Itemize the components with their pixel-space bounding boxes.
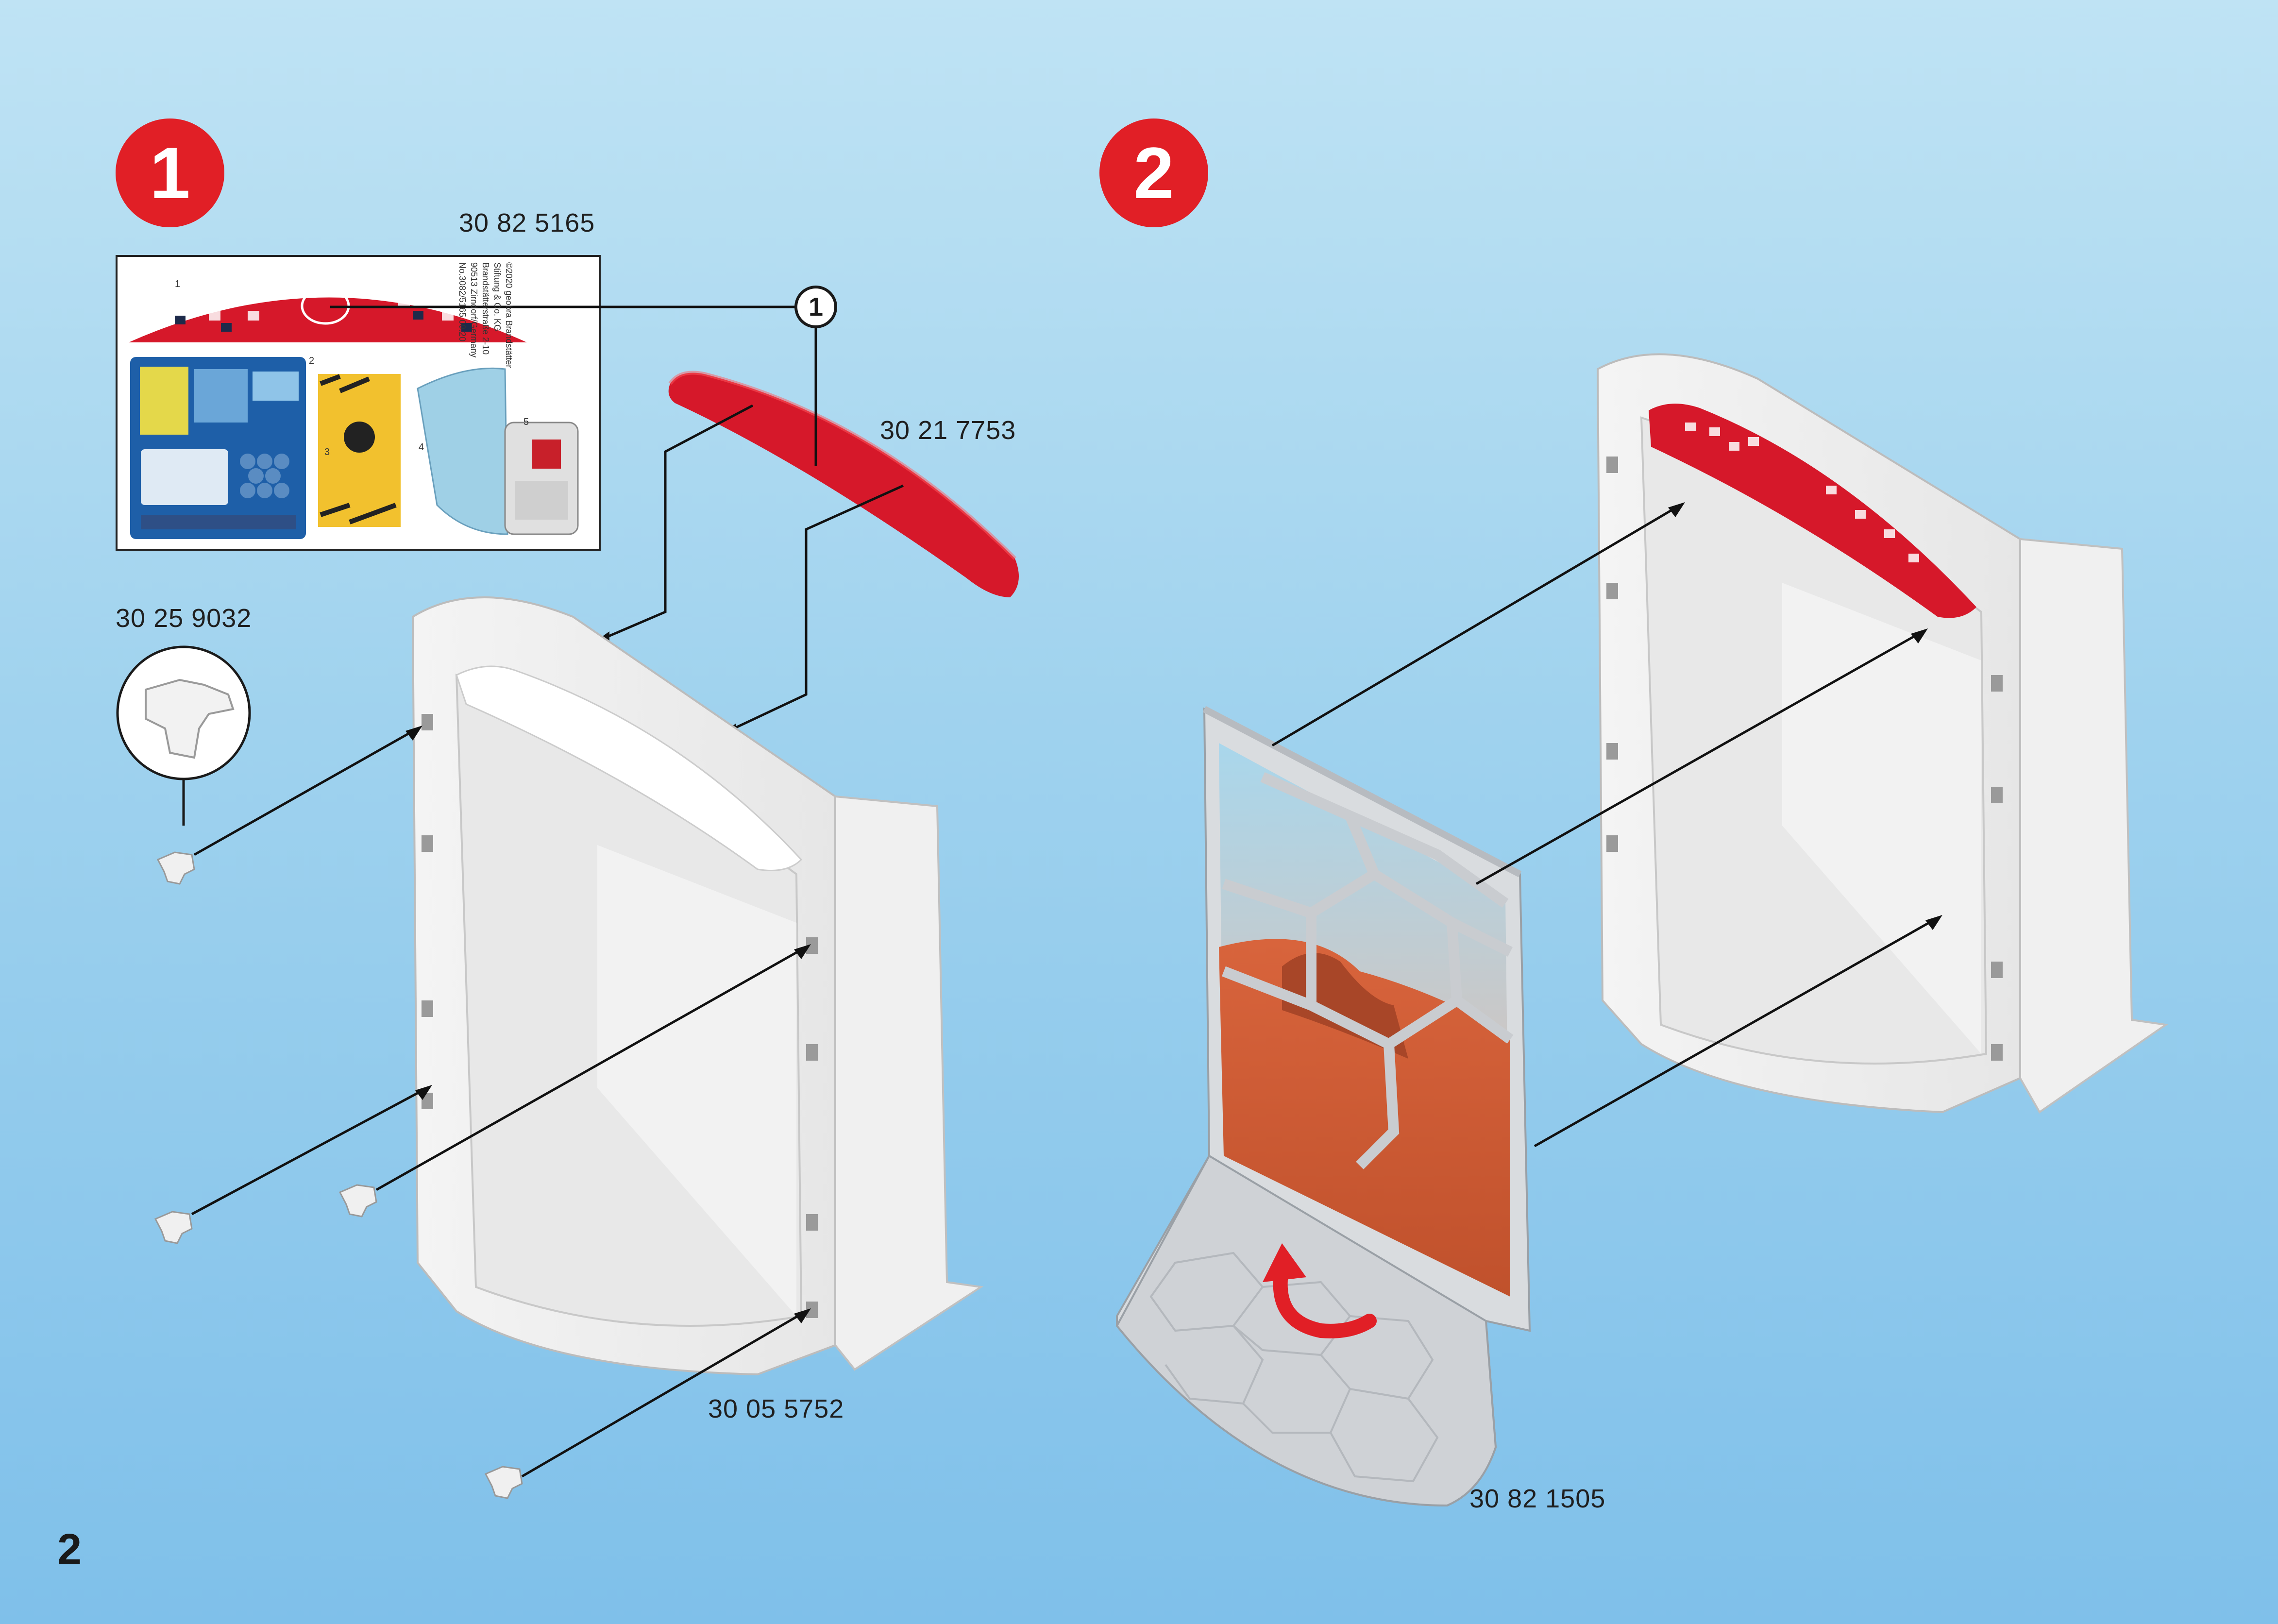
page-number: 2 xyxy=(57,1525,82,1575)
copyright-notice: ©2020 geobra Brandstätter Stiftung & Co.… xyxy=(374,262,515,408)
step-badge-1: 1 xyxy=(116,118,224,227)
clip-detail xyxy=(118,647,250,826)
part-number-clips: 30 05 5752 xyxy=(708,1394,844,1424)
copyright-line: 90513 Zirndorf/Germany xyxy=(468,262,480,408)
red-top-panel xyxy=(669,373,1019,598)
step-badge-2: 2 xyxy=(1099,118,1208,227)
callout-marker: 1 xyxy=(794,286,837,328)
sticker-sheet xyxy=(117,256,600,550)
leader-line xyxy=(724,486,903,733)
sticker-number-3: 3 xyxy=(324,447,330,458)
copyright-line: No.3082/5165 09.20 xyxy=(456,262,468,408)
sticker-number-1: 1 xyxy=(175,279,180,290)
part-number-clip-detail: 30 25 9032 xyxy=(116,603,252,633)
copyright-line: ©2020 geobra Brandstätter xyxy=(503,262,515,408)
sticker-number-2: 2 xyxy=(309,355,314,367)
part-number-red-panel: 30 21 7753 xyxy=(880,415,1016,445)
sticker-number-4: 4 xyxy=(419,442,424,453)
part-number-window-panel: 30 82 1505 xyxy=(1469,1484,1605,1514)
wall-section-step1 xyxy=(413,597,981,1374)
copyright-line: Stiftung & Co. KG xyxy=(491,262,503,408)
part-number-sticker-sheet: 30 82 5165 xyxy=(459,208,595,238)
window-panel xyxy=(1117,709,1530,1506)
sticker-number-5: 5 xyxy=(523,417,529,428)
copyright-line: Brandstätterstraße 2-10 xyxy=(480,262,491,408)
wall-section-step2 xyxy=(1598,354,2166,1112)
leader-line xyxy=(597,406,753,641)
